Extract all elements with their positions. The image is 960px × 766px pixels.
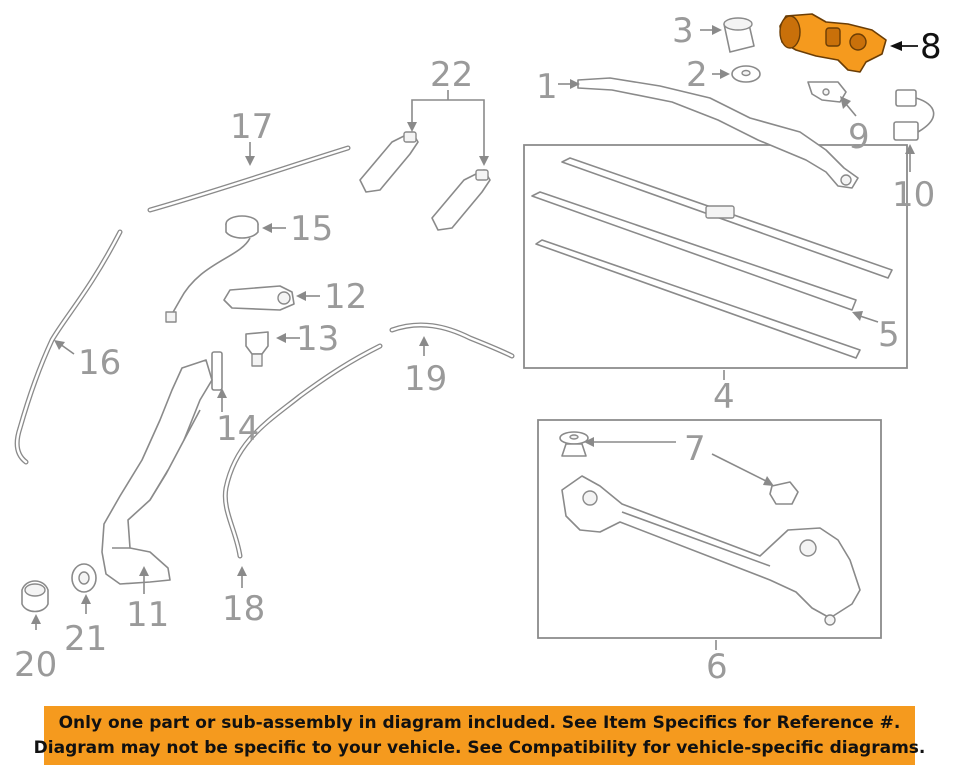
- pivot-washer: [731, 65, 761, 83]
- callout-4: 4: [713, 377, 735, 417]
- washer-reservoir: [101, 359, 213, 585]
- pump-grommet: [71, 563, 97, 593]
- disclaimer-line-2: Diagram may not be specific to your vehi…: [33, 737, 926, 758]
- wiper-blades: [531, 157, 893, 359]
- fluid-level-sensor: [245, 331, 269, 367]
- motor-nut: [769, 481, 799, 505]
- washer-nozzle-left: [359, 131, 419, 193]
- wiper-motor-highlighted: [779, 13, 887, 73]
- callout-17: 17: [230, 107, 273, 147]
- callout-19: 19: [404, 359, 447, 399]
- tank-grommet: [211, 351, 223, 391]
- wiring-harness: [893, 89, 935, 141]
- washer-pump: [223, 285, 295, 311]
- callout-11: 11: [126, 595, 169, 635]
- callout-12: 12: [324, 277, 367, 317]
- callout-20: 20: [14, 645, 57, 685]
- wiper-arm: [577, 77, 859, 189]
- wiper-linkage-box: [537, 419, 882, 639]
- callout-3: 3: [672, 11, 694, 51]
- callout-5: 5: [878, 315, 900, 355]
- callout-1: 1: [536, 67, 558, 107]
- pivot-cap: [723, 17, 755, 53]
- callout-8-highlighted: 8: [920, 27, 942, 67]
- parts-diagram: 1 2 3 4 5 6 7 8 9 10 11 12 13 14 15 16 1…: [14, 11, 942, 687]
- callout-2: 2: [686, 55, 708, 95]
- disclaimer-line-1: Only one part or sub-assembly in diagram…: [58, 712, 901, 733]
- callout-14: 14: [216, 409, 259, 449]
- callout-10: 10: [892, 175, 935, 215]
- wiper-linkage: [561, 475, 861, 626]
- callout-7: 7: [684, 429, 706, 469]
- callout-9: 9: [848, 117, 870, 157]
- callout-18: 18: [222, 589, 265, 629]
- nozzle-clip: [21, 580, 49, 613]
- callout-21: 21: [64, 619, 107, 659]
- disclaimer-banner: Only one part or sub-assembly in diagram…: [34, 706, 925, 765]
- callout-22: 22: [430, 55, 473, 95]
- washer-hose-18: [222, 343, 383, 559]
- callout-15: 15: [290, 209, 333, 249]
- motor-bracket: [807, 81, 847, 103]
- washer-nozzle-right: [431, 169, 491, 231]
- callout-16: 16: [78, 343, 121, 383]
- washer-tank-cap: [165, 215, 259, 323]
- callout-6: 6: [706, 647, 728, 687]
- callout-13: 13: [296, 319, 339, 359]
- pivot-nut: [559, 431, 589, 457]
